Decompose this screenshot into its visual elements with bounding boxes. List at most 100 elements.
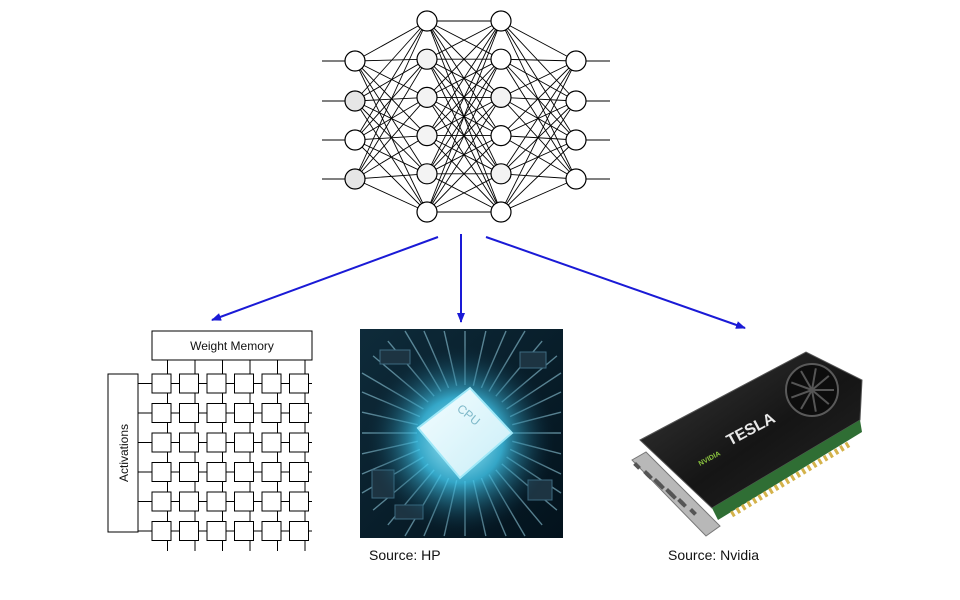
network-edge [354,20,428,102]
network-edge [500,100,577,213]
gpu-image: NVIDIA TESLA [631,351,863,537]
activations-box [107,373,139,533]
cpu-chip [416,386,514,480]
connector-pin [795,471,802,478]
processing-element [289,373,309,394]
network-node [344,129,366,151]
processing-element [261,521,282,541]
processing-element [206,432,227,453]
gpu-source-caption: Source: Nvidia [668,547,760,563]
systolic-array: Weight Memory Activations [107,330,313,551]
network-edge [354,60,428,213]
connector-pin [839,445,845,452]
network-node [565,50,587,72]
processing-element [234,432,254,453]
network-edge [500,60,577,213]
vent-slot [689,508,697,516]
circuit-component [379,349,411,365]
network-edge [426,20,502,174]
processing-element [206,491,227,512]
network-edge [354,58,428,62]
processing-element-grid [138,360,312,551]
processing-element [179,491,199,512]
connector-pin [740,503,747,511]
network-edge [500,20,577,102]
connector-pin [844,441,851,449]
network-edge [426,20,502,60]
network-edge [500,60,577,175]
network-edge [500,60,577,98]
processing-element [234,462,254,482]
network-edge [426,20,502,98]
network-node [344,90,366,112]
processing-element [261,462,282,482]
network-node [416,201,438,223]
network-edge [500,100,577,137]
arrow-to-gpu [485,236,746,329]
fan-blade [790,389,813,399]
activations-label: Activations [117,424,131,482]
vent-slot [645,472,653,480]
connector-pin [730,510,736,518]
gpu-vents [633,462,697,516]
network-edge [500,139,577,213]
network-edge [354,20,428,141]
connector-pin [784,477,791,485]
neural-network-nodes [344,10,587,223]
network-node [565,90,587,112]
network-node [490,48,512,70]
network-edge [426,97,502,213]
network-node [416,163,438,185]
processing-element [261,403,282,423]
fan-blade [811,389,817,412]
arrow-to-systolic-array [211,236,439,321]
fan-blade [800,389,813,410]
connector-pin [800,467,807,475]
processing-element [234,521,254,541]
circuit-component [519,351,547,369]
connector-pin [751,497,758,505]
network-edge [354,173,428,180]
cpu-source-caption: Source: HP [369,547,441,563]
gpu-pcb-edge [712,420,862,520]
weight-memory-box [151,330,313,361]
network-edge [426,20,502,136]
connector-pin [817,458,823,465]
network-node [565,168,587,190]
network-edge [426,135,502,213]
processing-element [206,521,227,541]
connector-pin [806,464,813,472]
cpu-image: CPU [360,329,563,538]
connector-pin [779,481,785,488]
network-node [344,168,366,190]
processing-element [151,521,172,541]
processing-element [151,373,172,394]
processing-element [151,462,172,482]
processing-element [179,462,199,482]
processing-element [206,462,227,482]
network-node [490,201,512,223]
network-node [416,125,438,147]
network-edge [426,173,502,213]
processing-element [289,432,309,453]
network-node [490,125,512,147]
fan-blade [790,381,813,391]
processing-element [151,491,172,512]
connector-pin [811,461,818,469]
processing-element [206,373,227,394]
connector-pin [773,484,780,491]
network-node [490,163,512,185]
network-node [416,48,438,70]
processing-element [234,373,254,394]
connector-pin [757,494,763,501]
connector-pin [790,474,796,482]
network-node [416,10,438,32]
neural-network-edges [354,20,577,213]
network-edge [354,135,428,180]
network-edge [354,178,428,213]
processing-element [151,403,172,423]
gpu-edge-connector [730,441,851,518]
network-edge [354,60,428,175]
vent-slot [633,462,641,470]
